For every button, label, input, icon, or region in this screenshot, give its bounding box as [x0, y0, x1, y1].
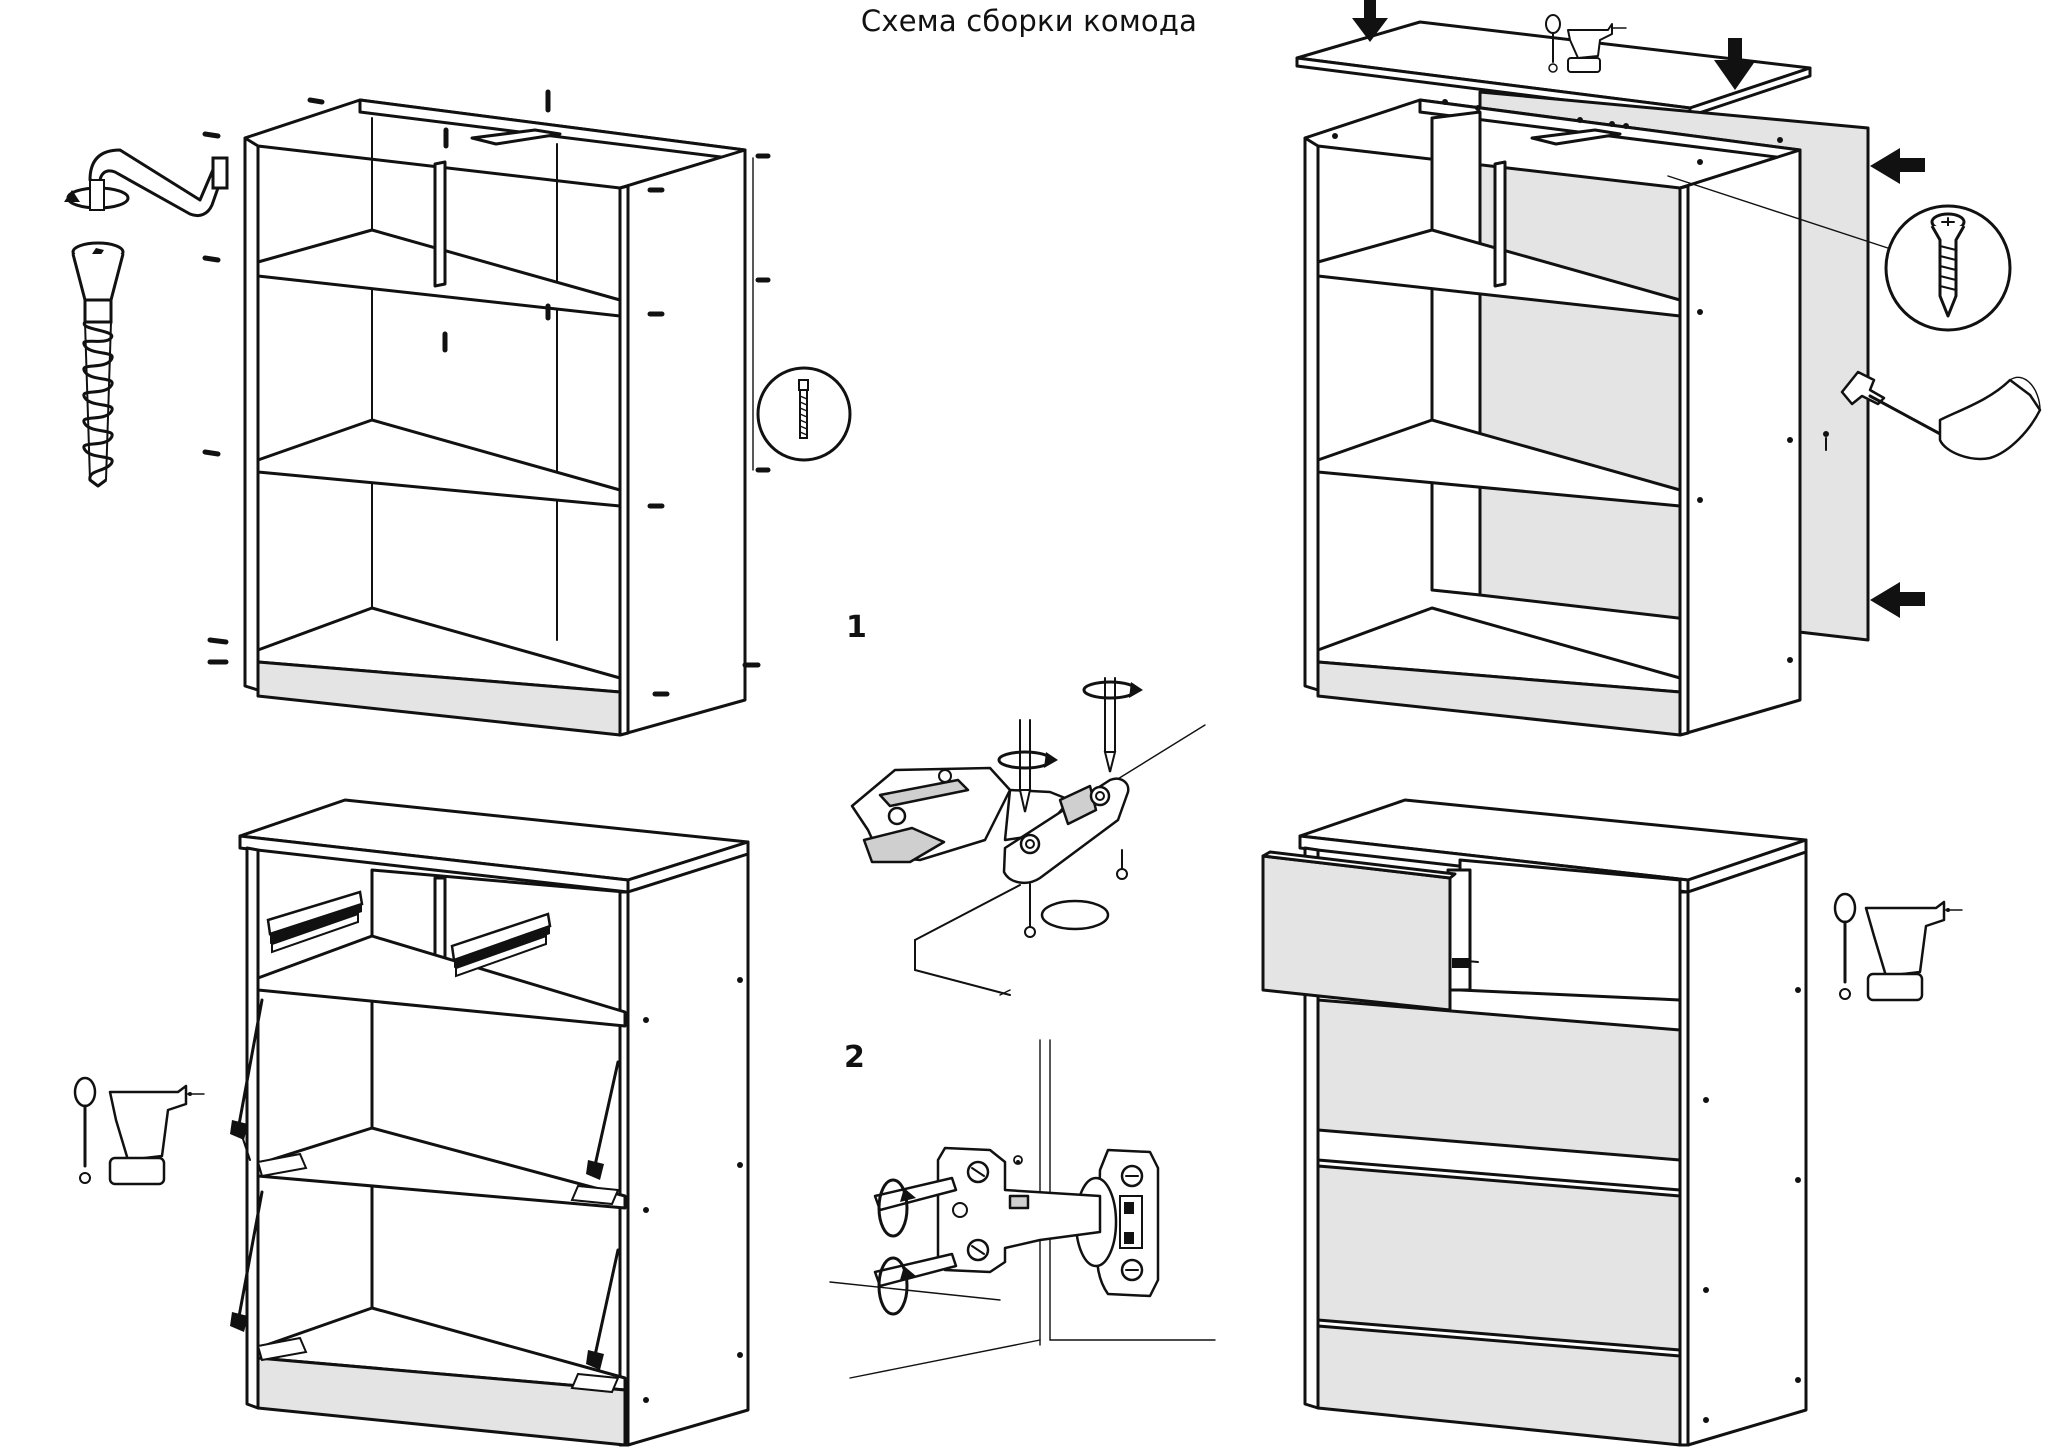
inner-left-back — [1430, 110, 1482, 597]
page-title: Схема сборки комода — [860, 4, 1198, 38]
drawer-gap-1 — [1316, 1158, 1682, 1192]
press-arrow-icon — [1352, 0, 1756, 90]
drawer-slide-left — [266, 890, 364, 954]
hinge-arm — [936, 1146, 1102, 1274]
right-side-front-edge — [618, 890, 630, 1447]
shelf-bottom — [256, 1306, 627, 1392]
screwdriver-icon — [1833, 892, 1857, 1000]
drawer-front-bottom — [1316, 1164, 1682, 1352]
fastener-pegs — [202, 89, 771, 697]
drawer-cavity — [1458, 858, 1682, 1002]
top-middle-rail — [1530, 128, 1622, 146]
rotation-arrow-icon — [64, 179, 130, 211]
left-side-panel — [1303, 132, 1320, 692]
allen-key-icon — [88, 148, 229, 218]
plinth-panel — [256, 1356, 627, 1447]
finished-chest-diagram — [1261, 798, 1963, 1447]
nail-marks — [1332, 99, 1793, 663]
shelf-bottom — [256, 606, 622, 694]
drawer-front-top-open — [1261, 854, 1452, 1012]
confirmat-screw-icon — [71, 241, 125, 488]
press-arrow-icon — [1870, 148, 1925, 618]
drawer-front-middle — [1316, 998, 1682, 1162]
left-side-panel — [245, 846, 260, 1410]
hammer-icon — [1823, 370, 2042, 461]
shelf-upper — [256, 934, 627, 1028]
top-divider — [1493, 160, 1507, 288]
cordless-drill-icon — [108, 1084, 205, 1186]
right-side-panel — [1686, 850, 1808, 1447]
hinge-adjustment-diagram — [829, 1039, 1216, 1379]
drawer-slide-install-diagram — [73, 798, 750, 1447]
screw-holes — [643, 977, 743, 1403]
board-edge — [914, 884, 1021, 941]
drawer-slide-right — [450, 912, 552, 978]
hinge-assembly — [850, 766, 1130, 938]
cordless-drill-icon — [1567, 23, 1627, 73]
board-bottom — [914, 969, 1011, 996]
right-side-panel — [626, 852, 750, 1447]
screwdriver-icon — [73, 1076, 97, 1184]
shelf-middle — [256, 1126, 627, 1210]
right-side-panel — [618, 148, 747, 737]
right-side-front-edge — [1678, 184, 1690, 737]
dowel-pin-icon — [756, 366, 852, 462]
right-side-front-edge — [618, 184, 630, 737]
top-and-back-install-diagram — [1295, 0, 2042, 737]
left-side-panel — [243, 132, 260, 692]
shelf-bottom — [1316, 606, 1682, 694]
right-side-panel — [1678, 148, 1802, 737]
step-label-2: 2 — [844, 1040, 865, 1075]
wood-screw-icon — [1884, 204, 2012, 332]
rotation-arrow-icon — [997, 680, 1143, 770]
plinth-panel — [256, 660, 622, 737]
screw-holes — [1703, 987, 1801, 1423]
shelf-middle — [1316, 418, 1682, 508]
drawer-front-top-edge — [1261, 850, 1457, 880]
step-label-1: 1 — [846, 610, 867, 645]
drawer-slide-side-rails — [230, 998, 620, 1394]
plinth-panel — [1316, 660, 1682, 737]
screw-leader-line — [1667, 175, 1901, 253]
top-divider — [433, 160, 447, 288]
hinge-mounting-diagram — [850, 677, 1206, 996]
screwdriver-icon — [1018, 677, 1117, 813]
plinth-panel — [1316, 1324, 1682, 1447]
screwdriver-icon — [1545, 14, 1561, 73]
hinge-cup-recess — [1040, 899, 1110, 931]
rotation-arrow-icon — [877, 1178, 916, 1316]
carcass-frame-diagram — [64, 89, 852, 737]
shelf-middle — [256, 418, 622, 508]
top-middle-rail — [470, 128, 562, 146]
cordless-drill-icon — [1864, 900, 1963, 1002]
